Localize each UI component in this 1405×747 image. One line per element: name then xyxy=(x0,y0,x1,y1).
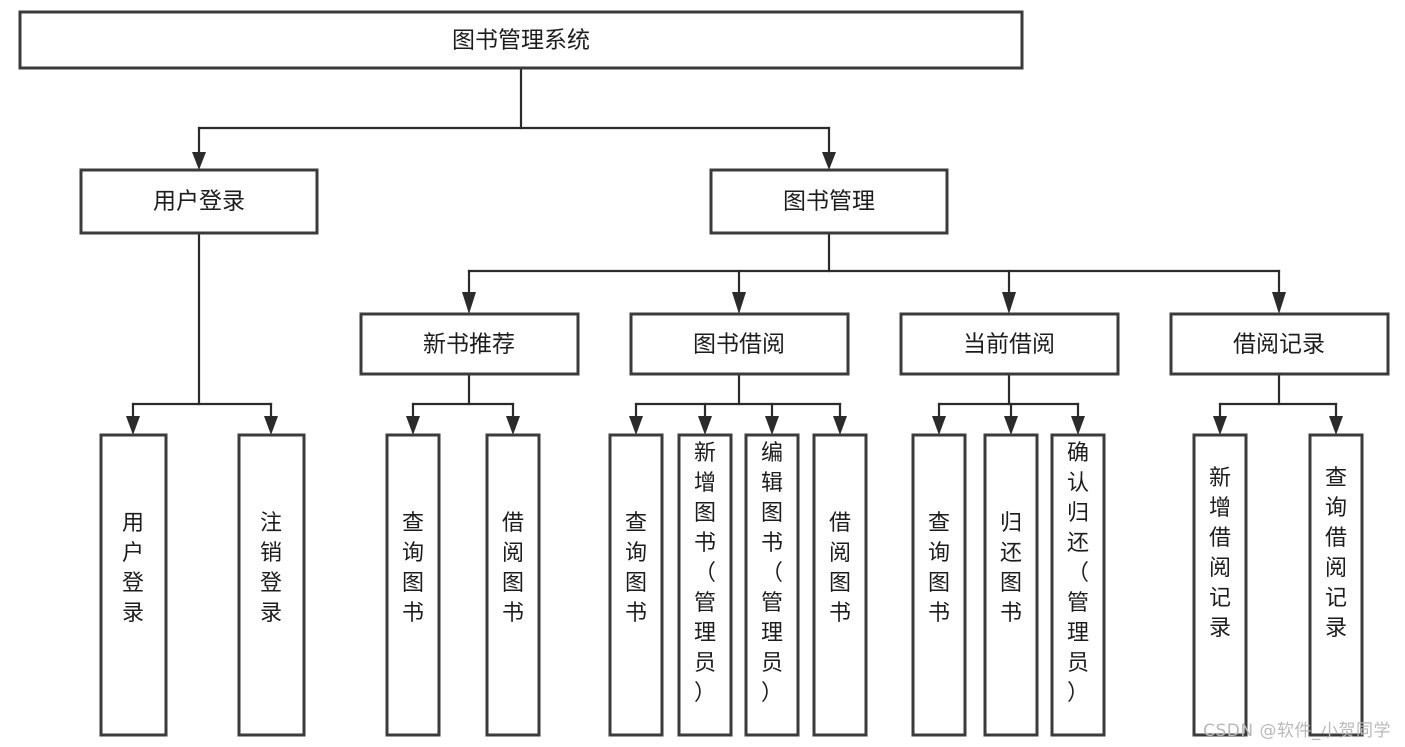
leaf-query-book-2[interactable]: 查询图书 xyxy=(608,433,664,737)
leaf-add-borrow-record[interactable]: 新增借阅记录 xyxy=(1192,433,1248,737)
arrow-head-leaf-query-book-2 xyxy=(629,416,643,435)
leaf-add-book-admin-label: 新增图书（管理员） xyxy=(694,441,716,706)
node-book-borrow[interactable]: 图书借阅 xyxy=(629,312,850,376)
node-current-borrow[interactable]: 当前借阅 xyxy=(899,312,1120,376)
node-root-label: 图书管理系统 xyxy=(452,28,590,54)
arrow-head-leaf-query-book-1 xyxy=(406,416,420,435)
leaf-user-logout[interactable]: 注销登录 xyxy=(237,433,306,737)
leaf-return-book[interactable]: 归还图书 xyxy=(983,433,1039,737)
leaf-query-book-3-label: 查询图书 xyxy=(928,511,950,626)
leaf-user-logout-label: 注销登录 xyxy=(260,511,282,626)
arrow-head-leaf-user-login xyxy=(126,416,140,435)
node-current-borrow-label: 当前借阅 xyxy=(963,332,1055,358)
node-book-manage-label: 图书管理 xyxy=(783,189,875,215)
leaf-user-login-label: 用户登录 xyxy=(122,511,144,626)
node-book-borrow-label: 图书借阅 xyxy=(693,332,785,358)
arrow-head-leaf-add-borrow-record xyxy=(1213,416,1227,435)
node-root[interactable]: 图书管理系统 xyxy=(18,10,1024,70)
leaf-edit-book-admin-label: 编辑图书（管理员） xyxy=(761,441,783,706)
node-borrow-record[interactable]: 借阅记录 xyxy=(1169,312,1390,376)
arrow-head-leaf-add-book xyxy=(698,416,712,435)
arrow-head-new-book-recommend xyxy=(462,292,476,314)
arrow-head-leaf-confirm-return xyxy=(1071,416,1085,435)
node-user-login-label: 用户登录 xyxy=(153,189,245,215)
csdn-watermark: CSDN @软件_小贺同学 xyxy=(1203,721,1391,741)
arrow-head-leaf-edit-book xyxy=(765,416,779,435)
leaf-edit-book-admin[interactable]: 编辑图书（管理员） xyxy=(744,433,800,737)
leaf-user-login[interactable]: 用户登录 xyxy=(99,433,168,737)
arrow-head-leaf-user-logout xyxy=(264,416,278,435)
arrow-head-borrow-record xyxy=(1272,292,1286,314)
arrow-head-book-manage xyxy=(822,152,836,170)
leaf-add-borrow-record-label: 新增借阅记录 xyxy=(1209,466,1231,641)
arrow-head-leaf-borrow-book-2 xyxy=(833,416,847,435)
arrow-head-leaf-return-book xyxy=(1004,416,1018,435)
leaf-query-book-1[interactable]: 查询图书 xyxy=(385,433,441,737)
edge-layer xyxy=(126,66,1343,435)
leaf-confirm-return-admin-label: 确认归还（管理员） xyxy=(1067,441,1089,706)
leaf-borrow-book-1-label: 借阅图书 xyxy=(502,511,524,626)
arrow-head-book-borrow xyxy=(732,292,746,314)
leaf-query-book-2-label: 查询图书 xyxy=(625,511,647,626)
leaf-query-book-3[interactable]: 查询图书 xyxy=(911,433,967,737)
node-new-book-recommend-label: 新书推荐 xyxy=(423,332,515,358)
leaf-return-book-label: 归还图书 xyxy=(1000,511,1022,626)
arrow-head-current-borrow xyxy=(1002,292,1016,314)
leaf-query-borrow-record-label: 查询借阅记录 xyxy=(1325,466,1347,641)
arrow-head-leaf-query-book-3 xyxy=(932,416,946,435)
leaf-confirm-return-admin[interactable]: 确认归还（管理员） xyxy=(1050,433,1106,737)
leaf-query-borrow-record[interactable]: 查询借阅记录 xyxy=(1308,433,1364,737)
arrow-head-leaf-query-borrow-record xyxy=(1329,416,1343,435)
leaf-borrow-book-1[interactable]: 借阅图书 xyxy=(485,433,541,737)
arrow-head-user-login xyxy=(192,152,206,170)
node-new-book-recommend[interactable]: 新书推荐 xyxy=(359,312,580,376)
node-user-login[interactable]: 用户登录 xyxy=(79,168,319,235)
leaf-add-book-admin[interactable]: 新增图书（管理员） xyxy=(677,433,733,737)
leaf-borrow-book-2-label: 借阅图书 xyxy=(829,511,851,626)
leaf-query-book-1-label: 查询图书 xyxy=(402,511,424,626)
leaf-borrow-book-2[interactable]: 借阅图书 xyxy=(812,433,868,737)
node-borrow-record-label: 借阅记录 xyxy=(1233,332,1325,358)
node-book-manage[interactable]: 图书管理 xyxy=(709,168,949,235)
arrow-head-leaf-borrow-book-1 xyxy=(506,416,520,435)
